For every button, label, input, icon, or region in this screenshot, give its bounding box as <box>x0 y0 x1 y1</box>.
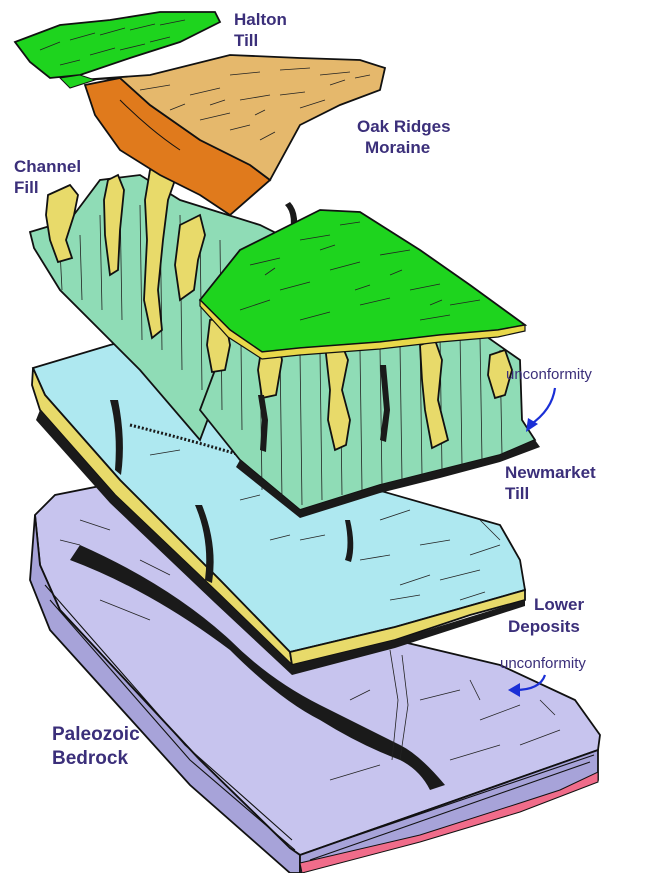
label-newmarket-line2: Till <box>505 484 529 503</box>
label-channel-line1: Channel <box>14 157 81 176</box>
label-channel-line2: Fill <box>14 178 39 197</box>
label-unconformity-lower: unconformity <box>500 655 586 672</box>
label-oak-line2: Moraine <box>365 138 430 157</box>
unconformity-arrow-upper <box>526 388 555 432</box>
label-newmarket-line1: Newmarket <box>505 463 596 482</box>
label-oak-line1: Oak Ridges <box>357 117 451 136</box>
label-paleozoic-line2: Bedrock <box>52 748 128 769</box>
label-lower-line1: Lower <box>534 595 584 614</box>
label-halton-line2: Till <box>234 31 258 50</box>
label-halton-line1: Halton <box>234 10 287 29</box>
label-lower-line2: Deposits <box>508 617 580 636</box>
label-paleozoic-line1: Paleozoic <box>52 724 140 745</box>
label-unconformity-upper: unconformity <box>506 366 592 383</box>
